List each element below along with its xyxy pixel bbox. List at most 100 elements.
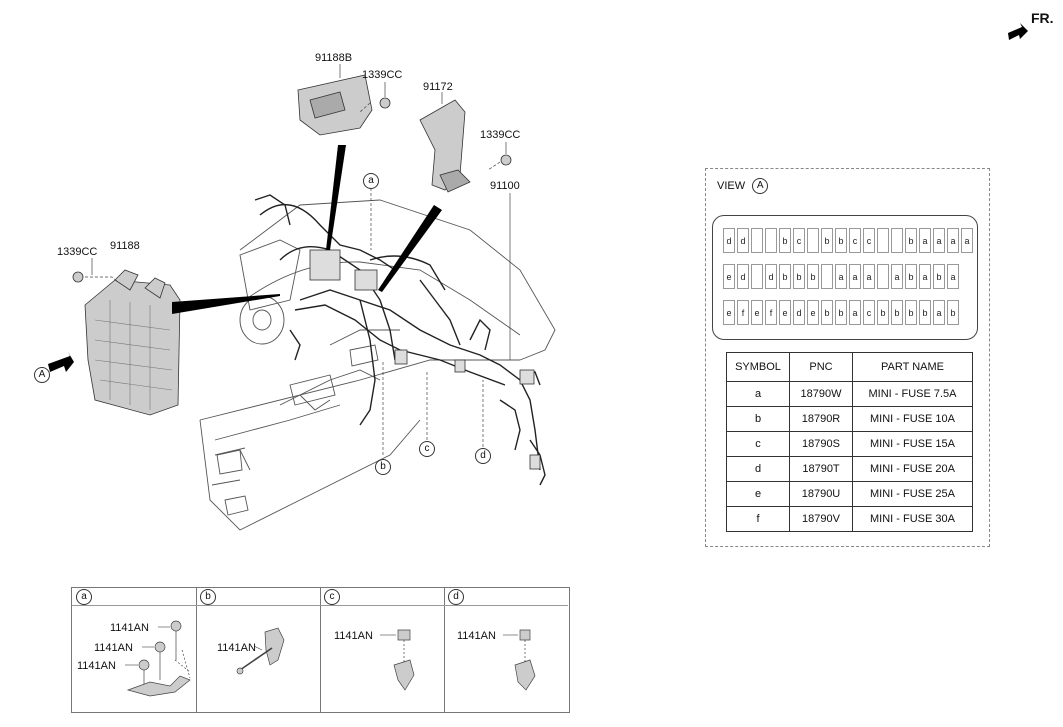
fuse-slot: b bbox=[933, 264, 945, 289]
legend-pnc: 18790S bbox=[789, 431, 853, 457]
fuse-slot: a bbox=[919, 264, 931, 289]
fuse-slot bbox=[821, 264, 833, 289]
fuse-slot: b bbox=[905, 300, 917, 325]
fuse-slot: a bbox=[947, 228, 959, 253]
fuse-slot: e bbox=[779, 300, 791, 325]
detail-key: c bbox=[324, 589, 340, 605]
fuse-slot: c bbox=[863, 300, 875, 325]
legend-part-name: MINI - FUSE 20A bbox=[852, 456, 973, 482]
detail-b: b 1141AN bbox=[196, 588, 321, 712]
fuse-slot: c bbox=[849, 228, 861, 253]
fuse-slot: a bbox=[891, 264, 903, 289]
view-ref-marker: A bbox=[752, 178, 769, 194]
legend-pnc: 18790U bbox=[789, 481, 853, 507]
fuse-slot: a bbox=[961, 228, 973, 253]
legend-part-name: MINI - FUSE 30A bbox=[852, 506, 973, 532]
fuse-slot: b bbox=[807, 264, 819, 289]
detail-header: a bbox=[72, 588, 196, 606]
fuse-slot: a bbox=[849, 264, 861, 289]
detail-c: c 1141AN bbox=[320, 588, 445, 712]
fuse-slot: d bbox=[737, 228, 749, 253]
view-a-panel bbox=[705, 168, 990, 547]
part-1339cc-right-label: 1339CC bbox=[480, 129, 521, 141]
fastener-label: 1141AN bbox=[457, 630, 496, 642]
fuse-slot: b bbox=[947, 300, 959, 325]
fuse-slot: b bbox=[779, 264, 791, 289]
legend-symbol: b bbox=[726, 406, 790, 432]
detail-header: b bbox=[196, 588, 320, 606]
fuse-slot: a bbox=[863, 264, 875, 289]
detail-header: d bbox=[444, 588, 568, 606]
detail-key: d bbox=[448, 589, 464, 605]
marker-c: c bbox=[419, 441, 435, 457]
fuse-slot: a bbox=[919, 228, 931, 253]
legend-pnc: 18790V bbox=[789, 506, 853, 532]
fuse-slot: b bbox=[793, 264, 805, 289]
fuse-slot: a bbox=[933, 300, 945, 325]
part-91172-label: 91172 bbox=[423, 81, 453, 93]
fuse-slot: c bbox=[793, 228, 805, 253]
fuse-slot: a bbox=[947, 264, 959, 289]
fuse-slot: c bbox=[863, 228, 875, 253]
legend-part-name: MINI - FUSE 25A bbox=[852, 481, 973, 507]
fuse-slot: b bbox=[821, 228, 833, 253]
fuse-slot: b bbox=[905, 264, 917, 289]
view-title-text: VIEW bbox=[717, 179, 746, 192]
fuse-slot: b bbox=[835, 300, 847, 325]
fuse-slot: a bbox=[933, 228, 945, 253]
fuse-slot bbox=[751, 264, 763, 289]
legend-symbol: c bbox=[726, 431, 790, 457]
front-direction-label: FR. bbox=[1031, 10, 1054, 26]
fuse-slot: a bbox=[835, 264, 847, 289]
detail-d: d 1141AN bbox=[444, 588, 568, 712]
fuse-slot bbox=[877, 264, 889, 289]
fuse-slot: b bbox=[891, 300, 903, 325]
marker-a: a bbox=[363, 173, 379, 189]
fastener-label: 1141AN bbox=[217, 642, 256, 654]
part-91100-label: 91100 bbox=[490, 180, 520, 192]
legend-symbol: d bbox=[726, 456, 790, 482]
legend-pnc: 18790R bbox=[789, 406, 853, 432]
detail-panels: a 1141AN 1141AN 1141AN b 1141AN c 1141AN… bbox=[71, 587, 570, 713]
fuse-slot bbox=[877, 228, 889, 253]
fuse-slot bbox=[807, 228, 819, 253]
fuse-slot: e bbox=[751, 300, 763, 325]
legend-pnc: 18790T bbox=[789, 456, 853, 482]
detail-key: a bbox=[76, 589, 92, 605]
view-a-marker: A bbox=[34, 367, 50, 383]
legend-part-name: MINI - FUSE 7.5A bbox=[852, 381, 973, 407]
view-a-title: VIEW A bbox=[717, 178, 769, 194]
fuse-slot: a bbox=[849, 300, 861, 325]
part-1339cc-top-label: 1339CC bbox=[362, 69, 403, 81]
fastener-label: 1141AN bbox=[110, 622, 149, 634]
legend-header-symbol: SYMBOL bbox=[726, 352, 790, 382]
fuse-slot: b bbox=[905, 228, 917, 253]
legend-symbol: e bbox=[726, 481, 790, 507]
fuse-slot: d bbox=[765, 264, 777, 289]
marker-d: d bbox=[475, 448, 491, 464]
fuse-slot: b bbox=[779, 228, 791, 253]
fuse-slot: b bbox=[877, 300, 889, 325]
part-91188b-label: 91188B bbox=[315, 52, 353, 64]
part-1339cc-left-label: 1339CC bbox=[57, 246, 98, 258]
fuse-slot: f bbox=[737, 300, 749, 325]
fuse-slot bbox=[751, 228, 763, 253]
fastener-label: 1141AN bbox=[77, 660, 116, 672]
fuse-slot: d bbox=[737, 264, 749, 289]
fuse-slot: f bbox=[765, 300, 777, 325]
legend-header-row: SYMBOL PNC PART NAME bbox=[726, 352, 973, 382]
fuse-slot: d bbox=[793, 300, 805, 325]
legend-symbol: a bbox=[726, 381, 790, 407]
part-91188-label: 91188 bbox=[110, 240, 140, 252]
